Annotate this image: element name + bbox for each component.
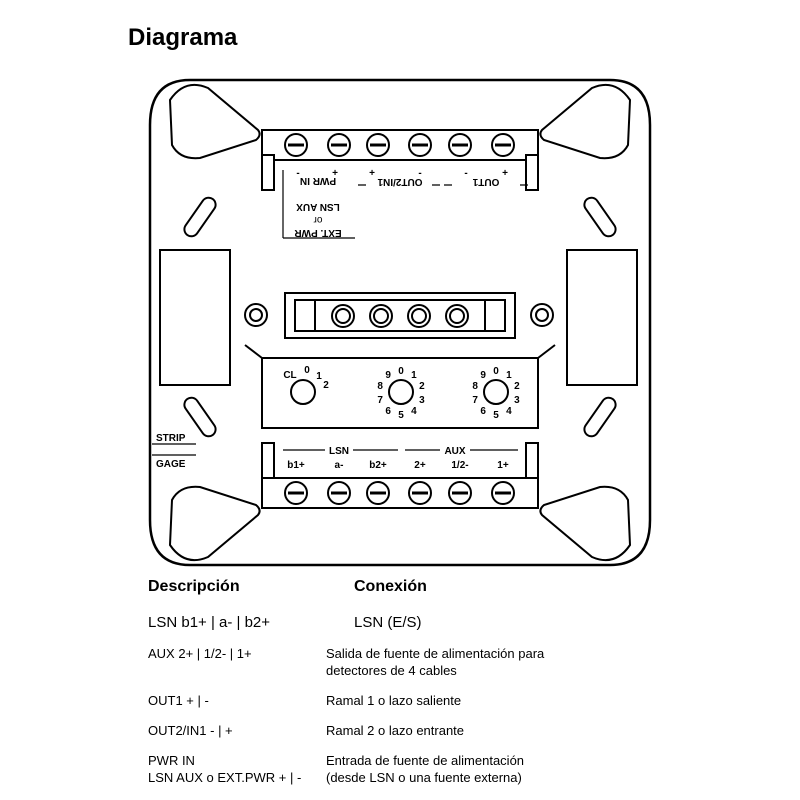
dial-digit: 8 — [377, 381, 383, 392]
row-connection: Ramal 1 o lazo saliente — [326, 693, 462, 708]
dial-digit: 9 — [480, 370, 486, 381]
side-pad-right — [566, 249, 638, 386]
label-out2in1: OUT2/IN1 — [377, 176, 422, 187]
label-b1: b1+ — [287, 460, 305, 471]
row-description: PWR IN LSN AUX o EXT.PWR + | - — [148, 753, 302, 785]
mounting-slot — [583, 396, 617, 438]
mounting-slot — [583, 196, 617, 238]
label-aux: AUX — [444, 446, 465, 457]
label-minus: - — [418, 168, 421, 179]
label-aux2: 2+ — [414, 460, 426, 471]
label-b2: b2+ — [369, 460, 387, 471]
label-minus: - — [296, 168, 299, 179]
label-plus: + — [332, 168, 338, 179]
label-minus: - — [464, 168, 467, 179]
screw-right — [530, 303, 554, 327]
strip-gage: STRIP GAGE — [152, 433, 196, 470]
page-title: Diagrama — [128, 24, 238, 51]
dial-digit: 4 — [506, 406, 512, 417]
address-switch-cl: CL 0 1 2 — [283, 365, 329, 405]
mounting-slot — [183, 396, 217, 438]
row-connection: Ramal 2 o lazo entrante — [326, 723, 465, 738]
row-connection: Salida de fuente de alimentación para de… — [326, 646, 545, 678]
bottom-terminal-labels: LSN AUX b1+ a- b2+ 2+ 1/2- 1+ — [283, 446, 518, 471]
mounting-slot — [183, 196, 217, 238]
label-lsn: LSN — [329, 446, 349, 457]
dial-digit: 6 — [385, 406, 391, 417]
dial-digit: 5 — [398, 410, 404, 421]
dial-digit: 7 — [377, 395, 383, 406]
strip-label: STRIP — [156, 433, 186, 444]
top-terminal-block — [261, 129, 539, 191]
header-description: Descripción — [148, 578, 240, 595]
header-connection: Conexión — [354, 578, 427, 595]
label-plus: + — [369, 168, 375, 179]
dial-digit: 5 — [493, 410, 499, 421]
label-aux1: 1+ — [497, 460, 509, 471]
dial-digit: 1 — [411, 370, 417, 381]
label-pwr-in: PWR IN — [300, 175, 336, 186]
row-connection: Entrada de fuente de alimentación (desde… — [326, 753, 525, 785]
label-ext-pwr: EXT. PWR — [294, 227, 342, 238]
mount-bracket-bottom-right — [539, 485, 632, 561]
mount-bracket-bottom-left — [168, 485, 261, 561]
dial-label: 1 — [316, 371, 322, 382]
dial-digit: 0 — [493, 366, 499, 377]
row-description: OUT1 + | - — [148, 693, 209, 708]
side-pad-left — [159, 249, 231, 386]
row-description: AUX 2+ | 1/2- | 1+ — [148, 646, 252, 661]
mount-bracket-top-right — [539, 84, 632, 160]
dial-label: 0 — [304, 365, 310, 376]
row-connection: LSN (E/S) — [354, 614, 422, 631]
dial-digit: 2 — [419, 381, 425, 392]
label-lsn-aux: LSN AUX — [296, 201, 340, 212]
row-description: LSN b1+ | a- | b2+ — [148, 614, 271, 631]
dial-digit: 9 — [385, 370, 391, 381]
row-description: OUT2/IN1 - | + — [148, 723, 233, 738]
dial-label-cl: CL — [283, 370, 296, 381]
center-connector — [284, 292, 516, 339]
gage-label: GAGE — [156, 459, 186, 470]
label-plus: + — [502, 168, 508, 179]
dial-digit: 1 — [506, 370, 512, 381]
label-out1: OUT1 — [472, 176, 499, 187]
screw-left — [244, 303, 268, 327]
dial-digit: 8 — [472, 381, 478, 392]
dial-digit: 4 — [411, 406, 417, 417]
top-terminal-labels: EXT. PWR or LSN AUX PWR IN OUT2/IN1 OUT1… — [282, 168, 528, 239]
label-aux12: 1/2- — [451, 460, 468, 471]
dial-digit: 2 — [514, 381, 520, 392]
dial-digit: 0 — [398, 366, 404, 377]
mount-bracket-top-left — [168, 84, 261, 160]
dial-digit: 3 — [514, 395, 520, 406]
label-or: or — [313, 214, 323, 225]
dial-digit: 6 — [480, 406, 486, 417]
bottom-terminal-block — [261, 442, 539, 509]
dial-digit: 3 — [419, 395, 425, 406]
label-a: a- — [335, 460, 344, 471]
dial-label: 2 — [323, 380, 329, 391]
dial-digit: 7 — [472, 395, 478, 406]
